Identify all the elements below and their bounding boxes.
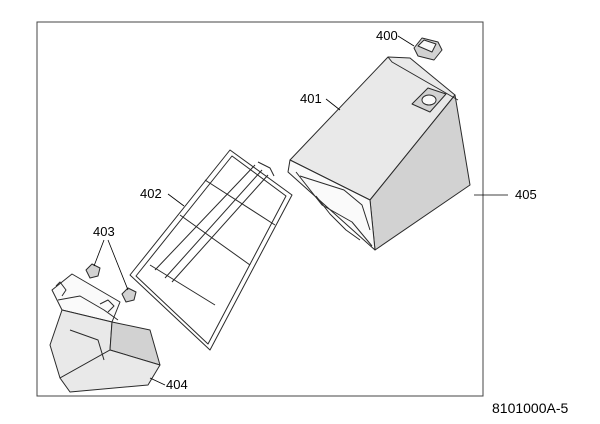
handle-cap-top bbox=[417, 39, 437, 53]
chute-detail-line bbox=[69, 329, 105, 361]
callout-403: 403 bbox=[93, 224, 115, 239]
bag-front-face bbox=[287, 159, 376, 251]
leader-401 bbox=[325, 98, 341, 111]
wire-frame-rod-3 bbox=[171, 174, 269, 283]
bag-inner-edge-2 bbox=[315, 195, 361, 241]
wire-frame-outer bbox=[129, 149, 293, 351]
chute-top-plate bbox=[51, 273, 121, 323]
callout-404: 404 bbox=[166, 377, 188, 392]
wire-frame-cross-2 bbox=[179, 214, 251, 266]
clip-part-b[interactable] bbox=[121, 287, 137, 303]
leader-404 bbox=[149, 377, 166, 386]
wire-frame-rod-1 bbox=[154, 164, 256, 271]
chute-lower-face bbox=[59, 349, 161, 393]
wire-frame-part[interactable] bbox=[129, 149, 293, 351]
bag-top-ridge bbox=[387, 56, 459, 101]
grass-bag-part[interactable] bbox=[287, 56, 471, 251]
bag-inner-edge bbox=[299, 175, 371, 231]
bag-handle-hole bbox=[421, 94, 437, 106]
callout-405: 405 bbox=[515, 187, 537, 202]
wire-frame-cross-3 bbox=[149, 264, 216, 306]
diagram-frame bbox=[36, 21, 484, 397]
wire-frame-rod-2 bbox=[164, 169, 263, 279]
clip-part-a[interactable] bbox=[85, 263, 101, 279]
callout-402: 402 bbox=[140, 186, 162, 201]
wire-frame-hook bbox=[257, 161, 275, 177]
callout-401: 401 bbox=[300, 91, 322, 106]
handle-cap-part[interactable] bbox=[413, 37, 443, 61]
chute-guard-part[interactable] bbox=[49, 273, 161, 393]
wire-frame-cross-1 bbox=[204, 179, 276, 226]
wire-frame-inner bbox=[135, 155, 287, 345]
drawing-code: 8101000A-5 bbox=[492, 400, 569, 416]
clip-b-shape bbox=[121, 287, 137, 303]
leader-403b bbox=[107, 239, 129, 291]
callout-400: 400 bbox=[376, 28, 398, 43]
clip-a-shape bbox=[85, 263, 101, 279]
chute-tab-right bbox=[99, 299, 115, 313]
leader-402 bbox=[167, 193, 185, 207]
leader-400 bbox=[397, 35, 415, 47]
chute-tab-left bbox=[55, 281, 67, 297]
bag-opening-rim bbox=[295, 171, 373, 247]
chute-ridge bbox=[57, 295, 119, 321]
leader-403a bbox=[93, 239, 105, 267]
